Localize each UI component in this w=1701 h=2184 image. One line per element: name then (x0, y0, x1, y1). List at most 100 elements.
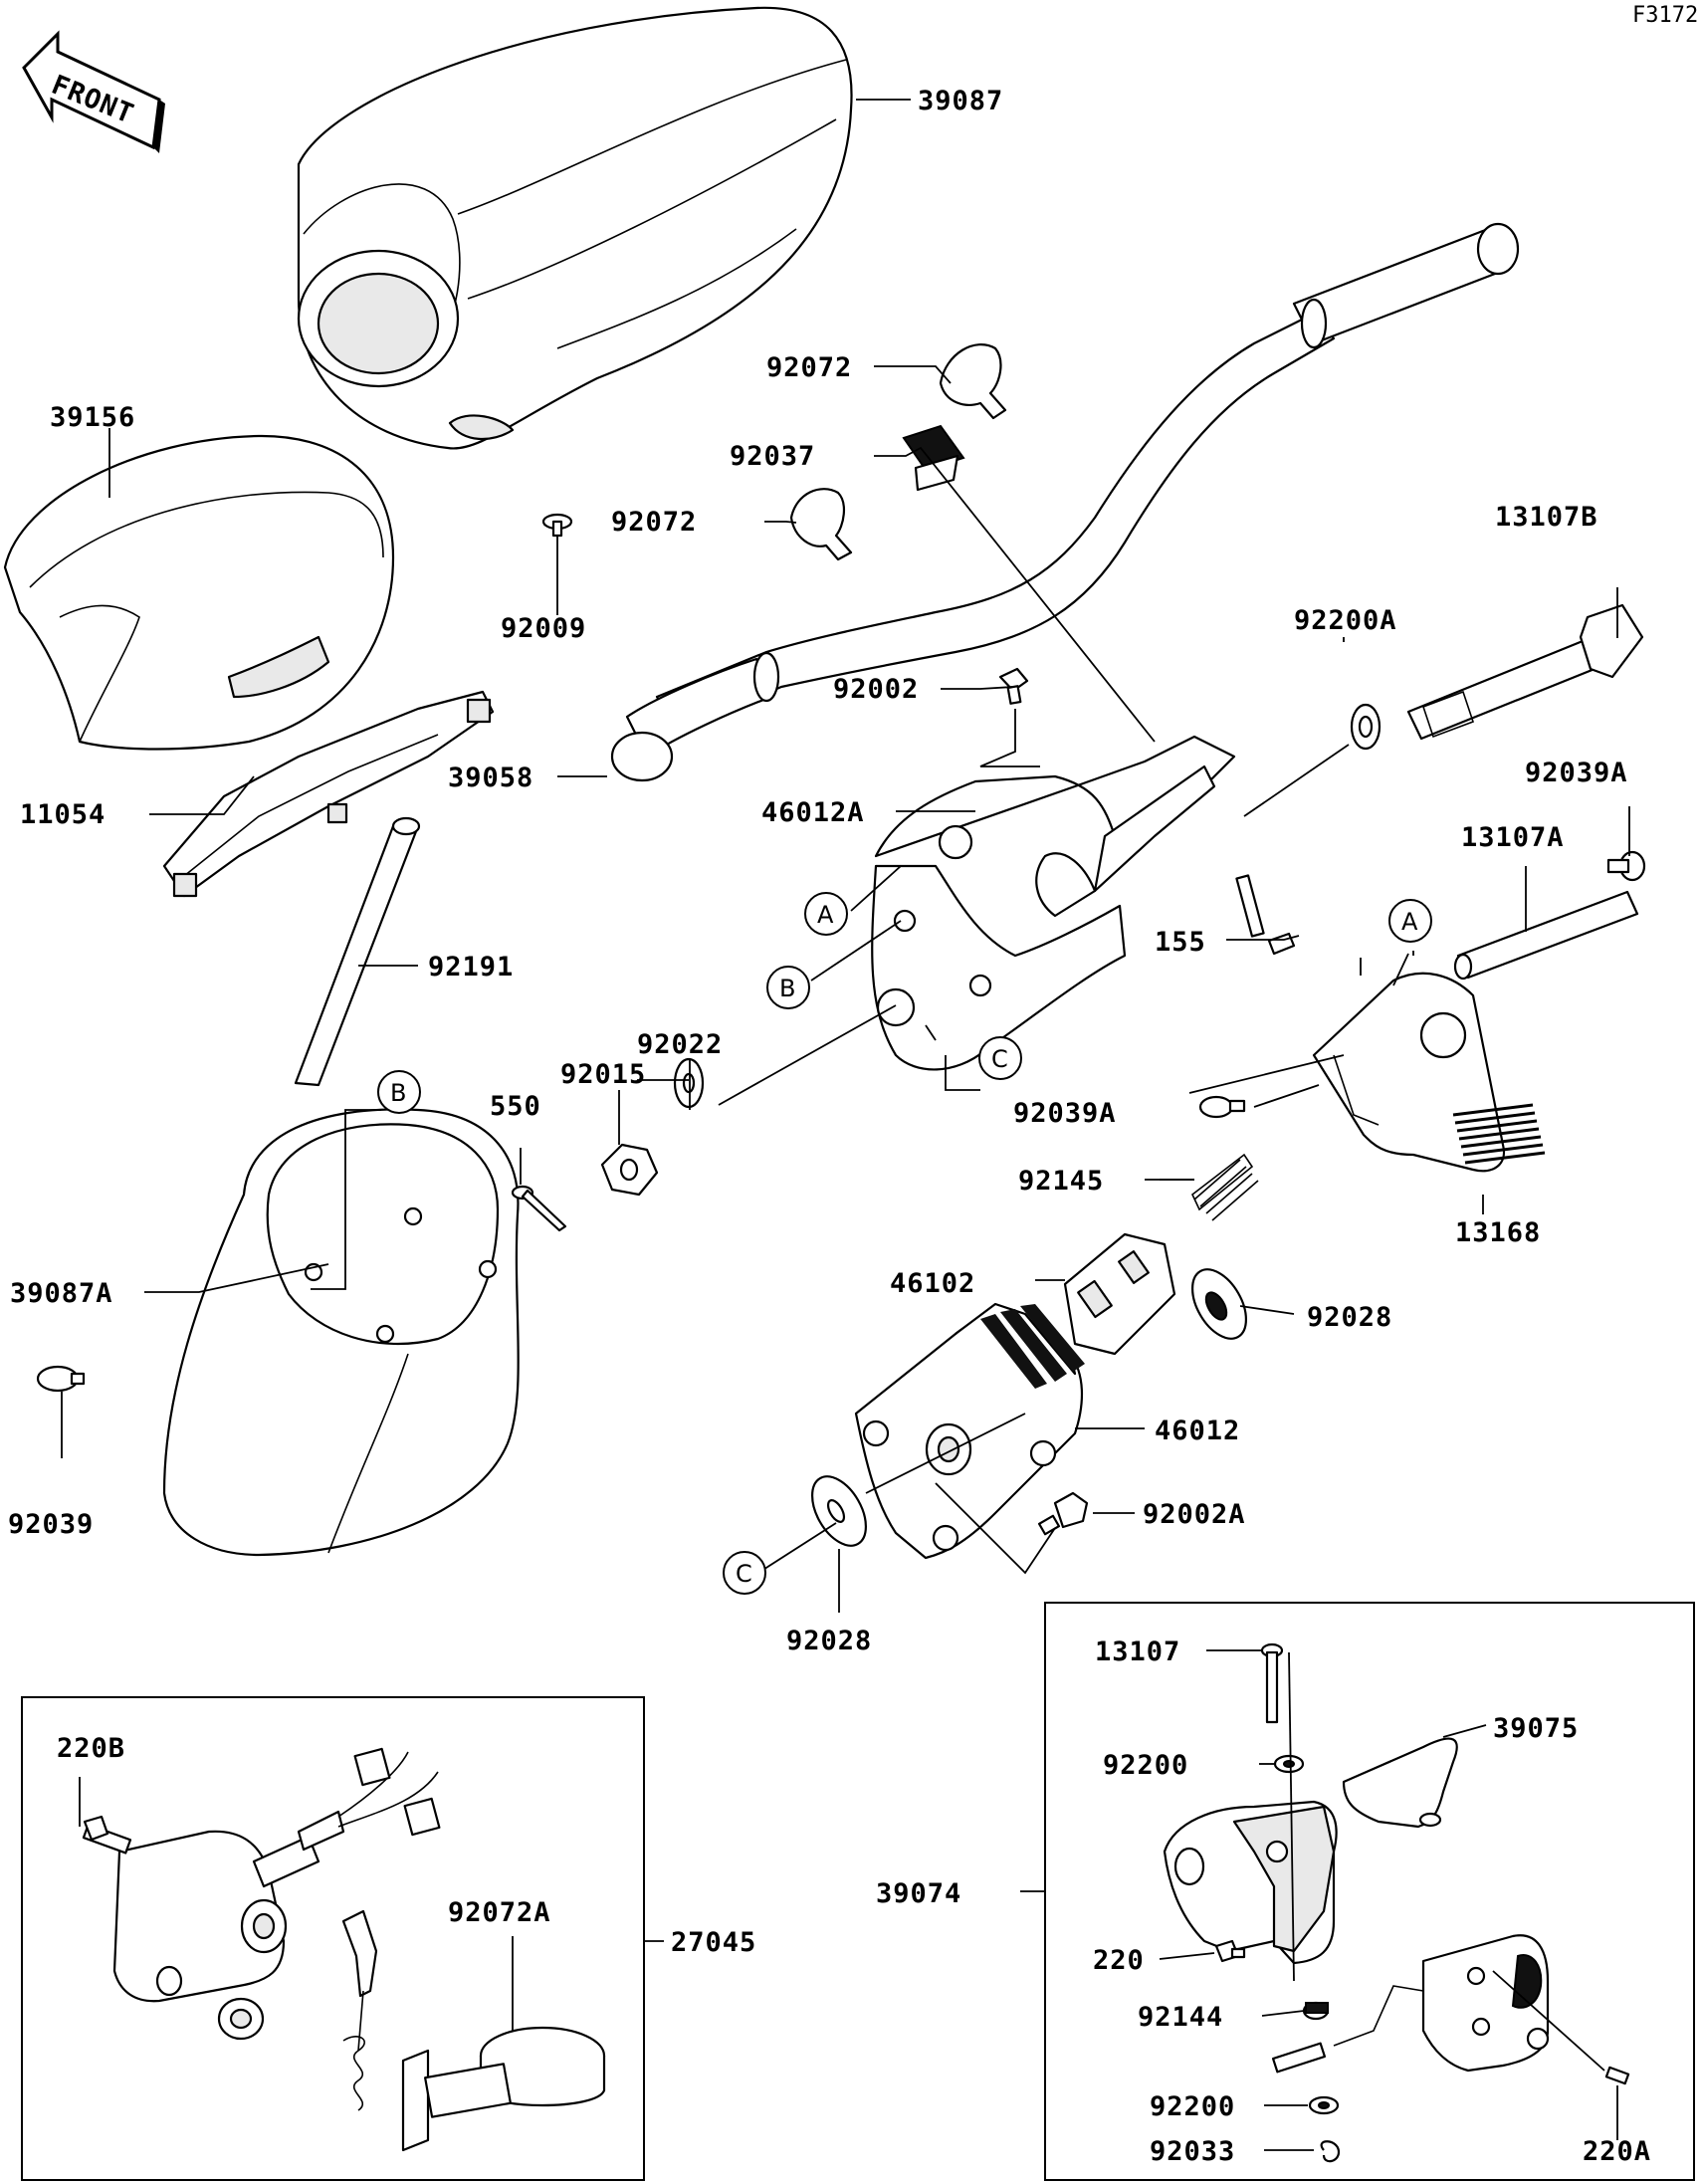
figure-code: F3172 (1632, 3, 1698, 28)
callout-a1: A (804, 892, 848, 936)
callout-a2-text: A (1401, 908, 1418, 936)
label-220A: 220A (1583, 2136, 1651, 2167)
lower-housing-46012 (854, 1302, 1085, 1560)
label-92072A: 92072A (448, 1897, 551, 1928)
label-39087A: 39087A (10, 1278, 113, 1309)
screw-92009 (541, 513, 573, 538)
lever-13168 (1312, 972, 1546, 1173)
spring-92144 (1302, 2001, 1330, 2021)
inset-box-27045 (21, 1696, 645, 2181)
block-46102 (1063, 1232, 1176, 1356)
label-92200-a: 92200 (1103, 1750, 1188, 1781)
label-39074: 39074 (876, 1878, 961, 1909)
callout-c1-text: C (991, 1045, 1008, 1073)
switch-block-right (1333, 1934, 1550, 2073)
lanyard-clip (341, 1909, 430, 2152)
tube-92191 (294, 816, 421, 1087)
label-92072-mid: 92072 (611, 507, 697, 538)
label-220: 220 (1093, 1945, 1145, 1976)
label-92037: 92037 (730, 441, 815, 472)
washer-92022 (673, 1057, 705, 1109)
spring-92145 (1191, 1153, 1259, 1221)
label-39087: 39087 (918, 86, 1003, 116)
label-155: 155 (1155, 927, 1206, 958)
label-13107A: 13107A (1461, 822, 1565, 853)
label-92009: 92009 (501, 613, 586, 644)
leader-lines (61, 99, 1630, 1613)
label-27045: 27045 (671, 1927, 756, 1958)
lower-cover-39087A (162, 1108, 520, 1557)
label-13168: 13168 (1455, 1217, 1541, 1248)
front-arrow-icon: FRONT (22, 30, 165, 153)
rivet-92039 (36, 1365, 86, 1393)
clamp-92072A (424, 2026, 606, 2118)
bolt-13107 (1260, 1642, 1284, 1724)
label-92145: 92145 (1018, 1166, 1104, 1197)
label-13107B: 13107B (1495, 502, 1598, 533)
bracket-39075 (1342, 1737, 1458, 1829)
label-92028-right: 92028 (1307, 1302, 1392, 1333)
washer-92200A (1350, 703, 1382, 751)
label-92191: 92191 (428, 952, 514, 983)
nut-92015 (600, 1143, 659, 1197)
rivet-92039A-top (1606, 850, 1646, 882)
label-46012: 46012 (1155, 1416, 1240, 1446)
callout-a2: A (1388, 899, 1432, 943)
upper-housing-46012A (871, 735, 1236, 1071)
callout-c2-text: C (736, 1560, 752, 1588)
bolt-92002 (998, 667, 1029, 705)
cotter-pin-550 (511, 1185, 567, 1232)
callout-a1-text: A (817, 901, 834, 929)
label-92028-bottom: 92028 (786, 1626, 872, 1656)
callout-c2: C (723, 1551, 766, 1595)
pin-13107A (1453, 890, 1639, 981)
label-92200-b: 92200 (1150, 2091, 1235, 2122)
screw-220A (1604, 2066, 1630, 2085)
pin (1271, 2042, 1327, 2074)
rear-cover-39156 (3, 434, 395, 751)
clamp-92072-top (939, 343, 1007, 420)
label-39058: 39058 (448, 763, 533, 793)
label-92144: 92144 (1138, 2002, 1223, 2033)
label-92033: 92033 (1150, 2136, 1235, 2167)
label-92002: 92002 (833, 674, 919, 705)
top-cover-39087 (297, 6, 853, 450)
rivet-92039A-mid (1198, 1095, 1246, 1119)
housing-39074 (1163, 1800, 1338, 1965)
bolt-155 (1235, 874, 1296, 956)
label-92072-top: 92072 (766, 352, 852, 383)
label-92039: 92039 (8, 1509, 94, 1540)
label-39075: 39075 (1493, 1713, 1579, 1744)
screw-220 (1214, 1939, 1246, 1963)
label-11054: 11054 (20, 799, 106, 830)
label-39156: 39156 (50, 402, 135, 433)
callout-b2-text: B (390, 1079, 406, 1107)
label-92002A: 92002A (1143, 1499, 1246, 1530)
callout-c1: C (978, 1036, 1022, 1080)
washer-92028-bottom (810, 1475, 868, 1547)
bolt-92002A (1037, 1491, 1089, 1536)
callout-b1-text: B (779, 975, 795, 1002)
bolt-13107B (1406, 603, 1644, 741)
callout-b2: B (377, 1070, 421, 1114)
label-46012A: 46012A (761, 797, 865, 828)
label-92200A: 92200A (1294, 605, 1397, 636)
washer-92200-a (1273, 1754, 1305, 1774)
label-92022: 92022 (637, 1029, 723, 1060)
label-92039A-mid: 92039A (1013, 1098, 1117, 1129)
switch-assembly-27045 (82, 1747, 441, 2041)
inset-box-39074 (1044, 1602, 1695, 2181)
label-13107: 13107 (1095, 1637, 1180, 1667)
clip-92037 (902, 424, 965, 492)
label-220B: 220B (57, 1733, 125, 1764)
washer-92028-right (1190, 1268, 1248, 1340)
label-92015: 92015 (560, 1059, 646, 1090)
callout-b1: B (766, 966, 810, 1009)
label-46102: 46102 (890, 1268, 975, 1299)
label-92039A-top: 92039A (1525, 758, 1628, 788)
clamp-92072-mid (789, 488, 853, 561)
bracket-11054 (162, 690, 495, 898)
handlebar-39058 (610, 222, 1520, 782)
washer-92200-b (1308, 2095, 1340, 2115)
